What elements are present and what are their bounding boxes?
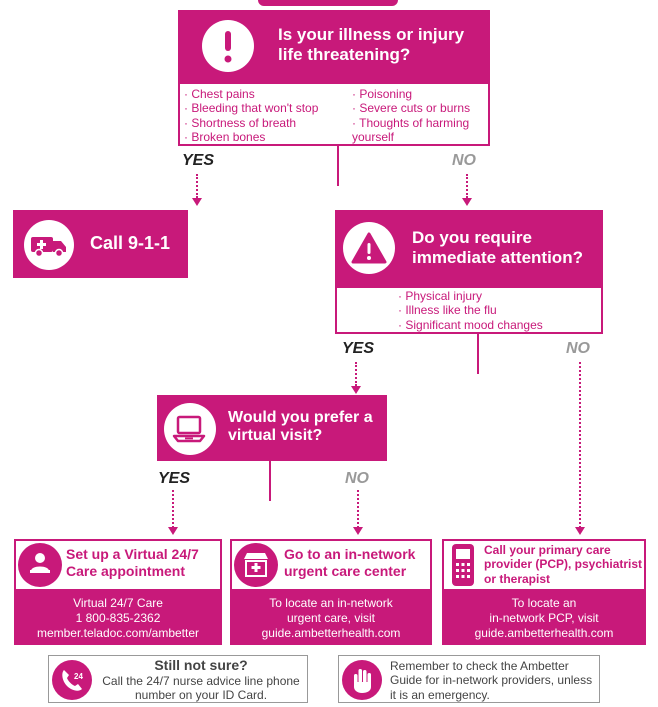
laptop-icon — [164, 403, 216, 455]
hand-icon — [342, 660, 382, 700]
q2-no-connector — [579, 362, 581, 528]
list-item: Shortness of breath — [184, 116, 344, 130]
q3-yes-label: YES — [158, 470, 191, 487]
list-item: Poisoning — [352, 87, 488, 101]
q1-center-line — [337, 146, 339, 186]
virtual-care-url[interactable]: member.teladoc.com/ambetter — [36, 626, 200, 640]
arrow-down-icon — [353, 527, 363, 535]
q3-no-connector — [357, 490, 359, 528]
exclamation-icon — [202, 20, 254, 72]
list-item: Severe cuts or burns — [352, 101, 488, 115]
pcp-line1: To locate an — [511, 596, 577, 610]
list-item: Bleeding that won't stop — [184, 101, 344, 115]
arrow-down-icon — [351, 386, 361, 394]
virtual-care-phone: 1 800-835-2362 — [75, 611, 161, 625]
q2-yes-connector — [355, 362, 357, 386]
urgent-care-line1: To locate an in-network — [269, 596, 393, 610]
urgent-care-url[interactable]: guide.ambetterhealth.com — [261, 626, 401, 640]
ambulance-icon — [24, 220, 74, 270]
reminder-text: Remember to check the Ambetter Guide for… — [390, 659, 593, 702]
list-item: Thoughts of harming yourself — [352, 116, 488, 145]
still-not-sure-body: Call the 24/7 nurse advice line phone nu… — [102, 674, 300, 703]
q3-yes-connector — [172, 490, 174, 528]
q1-list-left: Chest pains Bleeding that won't stop Sho… — [184, 87, 344, 145]
virtual-care-title: Set up a Virtual 24/7 Care appointment — [66, 546, 199, 579]
list-item: Broken bones — [184, 130, 344, 144]
urgent-care-line2: urgent care, visit — [286, 611, 376, 625]
store-icon — [234, 543, 278, 587]
phone-icon — [448, 542, 478, 588]
virtual-care-line1: Virtual 24/7 Care — [73, 596, 163, 610]
q2-list: Physical injury Illness like the flu Sig… — [398, 289, 598, 332]
pcp-url[interactable]: guide.ambetterhealth.com — [474, 626, 614, 640]
phone-24-icon: 24 — [52, 660, 92, 700]
warning-icon — [343, 222, 395, 274]
q1-no-connector — [466, 174, 468, 198]
person-laptop-icon — [18, 543, 62, 587]
q1-no-label: NO — [452, 152, 476, 169]
svg-text:24: 24 — [74, 672, 83, 681]
q1-list-right: Poisoning Severe cuts or burns Thoughts … — [352, 87, 488, 145]
arrow-down-icon — [575, 527, 585, 535]
list-item: Significant mood changes — [398, 318, 598, 332]
virtual-care-body — [14, 591, 222, 645]
q3-title: Would you prefer a virtual visit? — [228, 409, 373, 445]
q3-center-line — [269, 461, 271, 501]
arrow-down-icon — [462, 198, 472, 206]
arrow-down-icon — [192, 198, 202, 206]
list-item: Physical injury — [398, 289, 598, 303]
q2-title: Do you require immediate attention? — [412, 228, 583, 267]
pcp-line2: in-network PCP, visit — [489, 611, 599, 625]
pcp-body — [442, 591, 646, 645]
q2-center-line — [477, 334, 479, 374]
q3-no-label: NO — [345, 470, 369, 487]
q2-no-label: NO — [566, 340, 590, 357]
q1-title: Is your illness or injury life threateni… — [278, 25, 465, 64]
urgent-care-title: Go to an in-network urgent care center — [284, 546, 416, 579]
pcp-title: Call your primary care provider (PCP), p… — [484, 543, 643, 586]
still-not-sure-title: Still not sure? — [154, 657, 248, 673]
top-decoration — [258, 0, 398, 6]
pcp-header — [442, 539, 646, 591]
arrow-down-icon — [168, 527, 178, 535]
q1-yes-label: YES — [182, 152, 215, 169]
urgent-care-body — [230, 591, 432, 645]
q2-yes-label: YES — [342, 340, 375, 357]
list-item: Illness like the flu — [398, 303, 598, 317]
q1-yes-connector — [196, 174, 198, 198]
list-item: Chest pains — [184, 87, 344, 101]
call-911-label: Call 9-1-1 — [90, 233, 171, 253]
